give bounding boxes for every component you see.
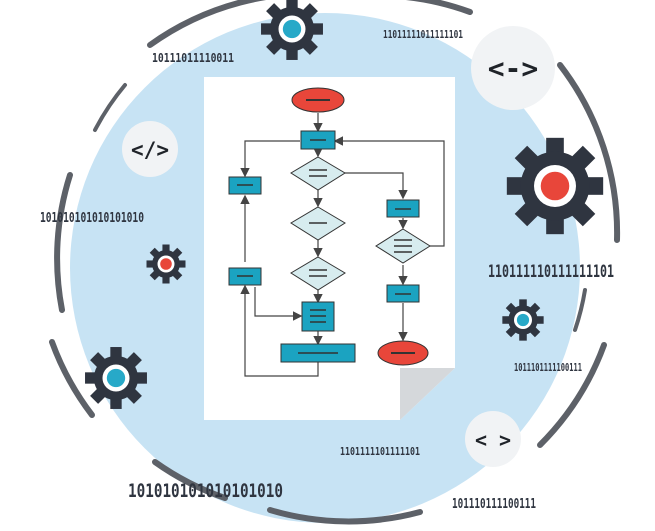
svg-text:< >: < >: [475, 428, 511, 452]
gear-icon: [85, 347, 147, 409]
binary-text: 101010101010101010: [40, 211, 144, 226]
code-brackets-icon: < >: [465, 411, 521, 467]
code-brackets-icon: <->: [471, 26, 555, 110]
binary-text: 110111110111111101: [488, 262, 614, 282]
gear-icon: [146, 244, 186, 284]
svg-text:<->: <->: [488, 52, 539, 85]
flowchart-shapes: [228, 87, 431, 366]
binary-text: 101010101010101010: [128, 480, 283, 502]
code-brackets-icon: </>: [122, 121, 178, 177]
document-icon: [204, 77, 455, 420]
decision-diamond: [290, 256, 346, 291]
binary-text: 1101111101111101: [340, 445, 420, 458]
svg-text:</>: </>: [131, 138, 169, 162]
binary-text: 11011111011111101: [383, 28, 463, 41]
binary-text: 1011101111100111: [514, 361, 582, 374]
binary-text: 10111011110011: [152, 51, 234, 65]
decision-diamond: [290, 156, 346, 191]
flowchart: [240, 113, 445, 377]
gear-icon: [506, 137, 604, 235]
ring-arcs: [49, 0, 621, 525]
gear-icon: [502, 299, 544, 341]
gear-icon: [261, 0, 323, 60]
binary-text: 101110111100111: [452, 497, 536, 512]
